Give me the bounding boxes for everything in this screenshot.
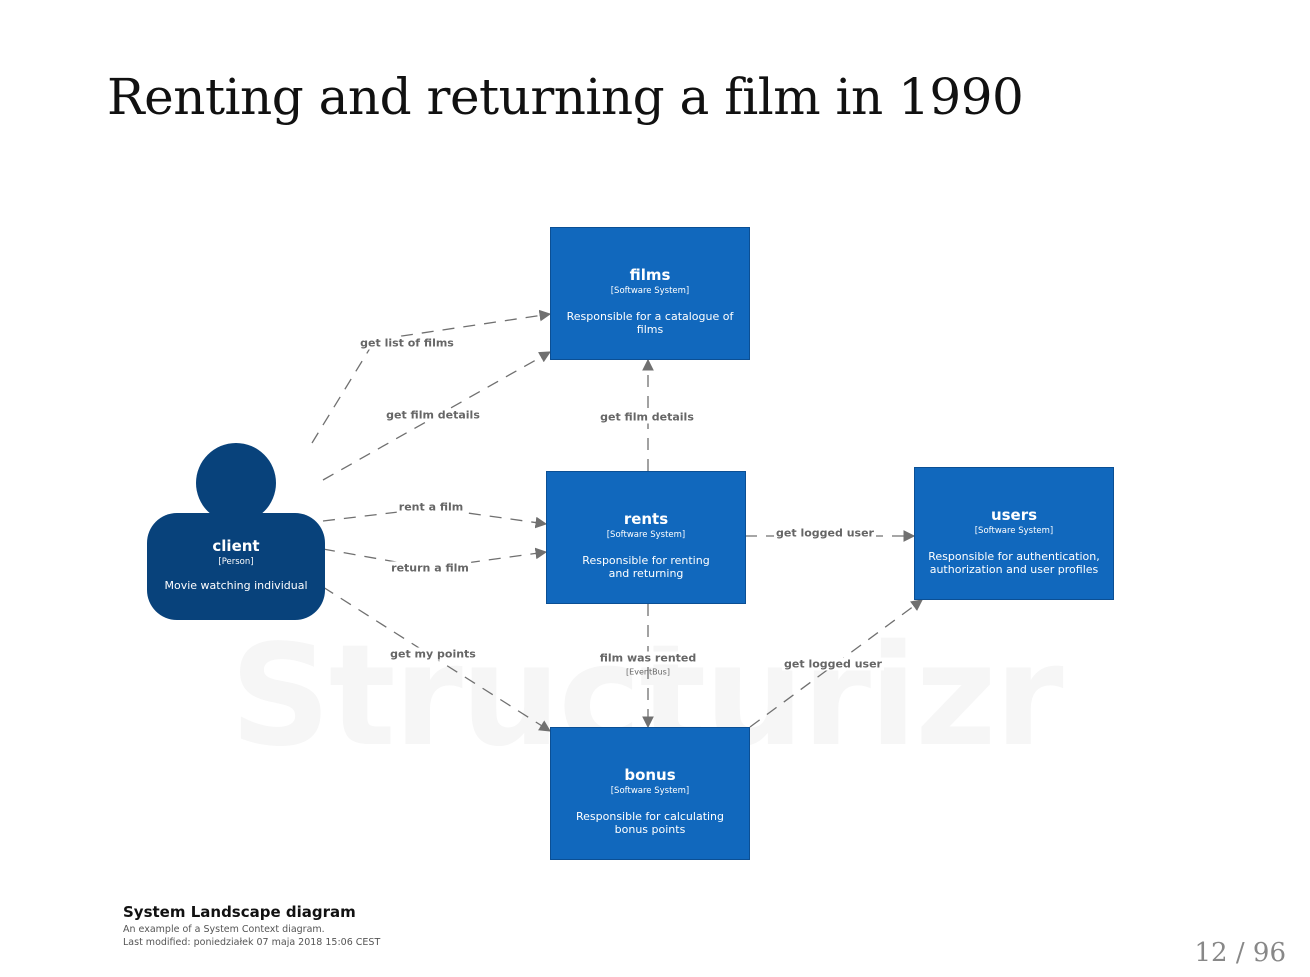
page-separator: / (1235, 938, 1245, 968)
edge-label-get-film-details-client: get film details (384, 408, 482, 422)
edge-label-get-list-of-films: get list of films (358, 336, 456, 350)
rents-description: Responsible for renting and returning (582, 554, 710, 580)
diagram-caption-title: System Landscape diagram (123, 903, 356, 921)
page-number: 12 / 96 (1195, 938, 1286, 968)
rents-kind: [Software System] (606, 530, 686, 540)
users-kind: [Software System] (974, 526, 1054, 536)
bonus-kind: [Software System] (610, 786, 690, 796)
films-system-box[interactable]: films [Software System] Responsible for … (550, 227, 750, 360)
edge-label-get-my-points: get my points (388, 647, 478, 661)
rents-name: rents (623, 510, 669, 528)
bonus-system-box[interactable]: bonus [Software System] Responsible for … (550, 727, 750, 860)
diagram-caption-modified: Last modified: poniedziałek 07 maja 2018… (123, 937, 381, 948)
edge-label-rent-a-film: rent a film (396, 500, 466, 514)
bonus-description: Responsible for calculating bonus points (575, 810, 725, 836)
edge-label-return-a-film: return a film (389, 561, 471, 575)
client-description: Movie watching individual (164, 579, 308, 592)
page-total: 96 (1252, 938, 1286, 968)
client-person[interactable]: client [Person] Movie watching individua… (147, 513, 325, 620)
edge-label-get-logged-user-rents: get logged user (774, 526, 876, 540)
edge-client-films-list (311, 309, 552, 444)
client-person-head-icon (196, 443, 276, 523)
slide-title: Renting and returning a film in 1990 (107, 68, 1024, 126)
client-name: client (212, 537, 260, 555)
edge-label-get-film-details-rents: get film details (598, 410, 696, 424)
bonus-name: bonus (624, 766, 676, 784)
client-kind: [Person] (218, 557, 254, 567)
films-name: films (629, 266, 671, 284)
edge-label-film-was-rented: film was rented (597, 651, 699, 665)
diagram-caption-subtitle: An example of a System Context diagram. (123, 924, 325, 935)
edge-label-get-logged-user-bonus: get logged user (782, 657, 884, 671)
edge-tech-eventbus: [EventBus] (626, 667, 670, 677)
users-description: Responsible for authentication, authoriz… (928, 550, 1100, 576)
users-system-box[interactable]: users [Software System] Responsible for … (914, 467, 1114, 600)
users-name: users (990, 506, 1038, 524)
rents-system-box[interactable]: rents [Software System] Responsible for … (546, 471, 746, 604)
page-current: 12 (1194, 938, 1228, 968)
films-description: Responsible for a catalogue of films (566, 310, 734, 336)
films-kind: [Software System] (610, 286, 690, 296)
